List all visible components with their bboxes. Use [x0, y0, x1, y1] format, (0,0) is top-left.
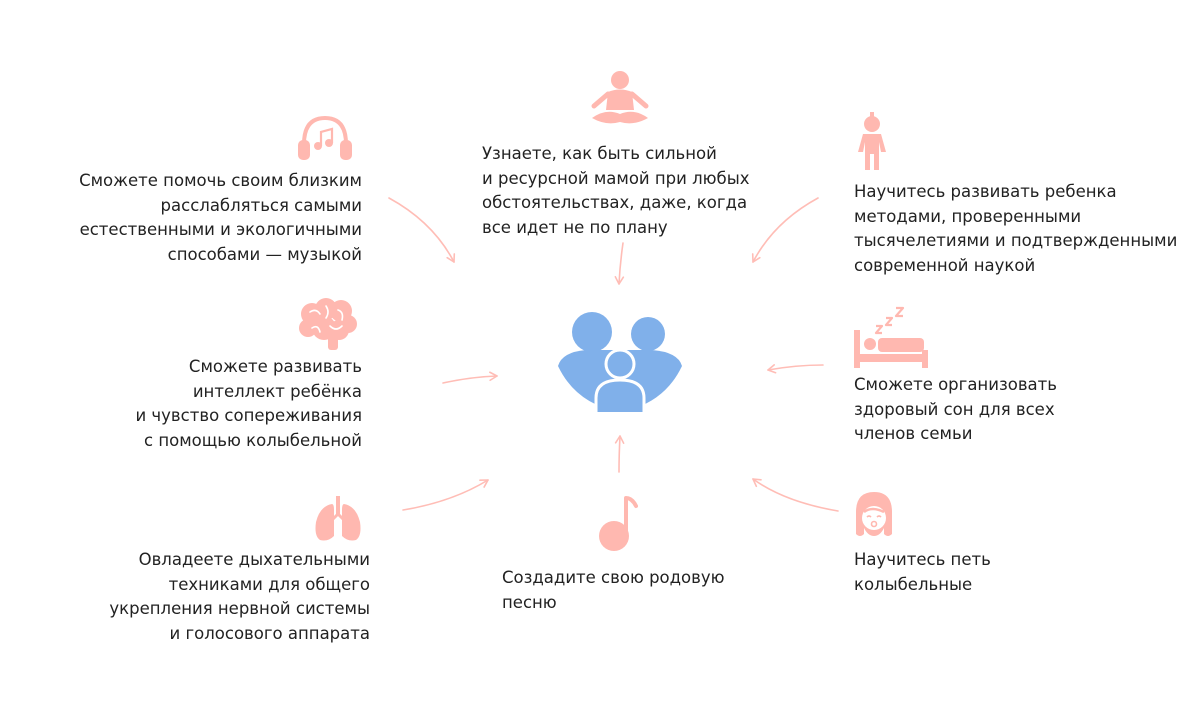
text-line: Узнаете, как быть сильной: [482, 144, 717, 163]
benefit-song-text: Создадите свою родовую песню: [502, 566, 725, 615]
text-line: Сможете организовать: [854, 375, 1057, 394]
text-line: песню: [502, 592, 557, 612]
benefit-sleep-text: Сможете организовать здоровый сон для вс…: [854, 373, 1057, 447]
headphones-icon: [298, 115, 352, 160]
text-line: и ресурсной мамой при любых: [482, 168, 750, 188]
text-line: здоровый сон для всех: [854, 399, 1055, 419]
benefit-development-text: Научитесь развивать ребенка методами, пр…: [854, 180, 1177, 278]
text-line: колыбельные: [854, 574, 973, 594]
arrow-top-right: [751, 197, 819, 263]
text-line: Овладеете дыхательными: [138, 550, 370, 569]
text-line: Научитесь петь: [854, 550, 991, 569]
text-line: членов семьи: [854, 424, 973, 443]
singing-woman-icon: [856, 492, 892, 536]
benefit-resource-text: Узнаете, как быть сильной и ресурсной ма…: [482, 142, 750, 240]
arrow-left: [442, 371, 498, 384]
benefit-music-text: Сможете помочь своим близким расслаблять…: [79, 169, 362, 267]
arrow-bottom-right: [752, 478, 839, 512]
text-line: Сможете развивать: [188, 357, 362, 376]
arrow-bottom-left: [402, 479, 489, 511]
text-line: Создадите свою родовую: [502, 568, 725, 587]
meditation-icon: [591, 71, 649, 124]
text-line: способами — музыкой: [167, 244, 362, 264]
text-line: Сможете помочь своим близким: [79, 171, 362, 190]
brain-icon: [299, 298, 357, 350]
arrow-top-left: [388, 197, 456, 263]
benefit-lullabies-text: Научитесь петь колыбельные: [854, 548, 991, 597]
text-line: современной наукой: [854, 255, 1036, 275]
text-line: техниками для общего: [168, 574, 370, 594]
text-line: методами, проверенными: [854, 206, 1082, 226]
text-line: расслабляться самыми: [160, 195, 362, 215]
arrow-right: [767, 364, 824, 374]
text-line: Научитесь развивать ребенка: [854, 182, 1117, 201]
text-line: все идет не по плану: [482, 217, 668, 237]
arrow-bottom: [614, 435, 625, 473]
text-line: укрепления нервной системы: [109, 599, 370, 618]
text-line: и чувство сопереживания: [135, 406, 362, 425]
text-line: естественными и экологичными: [79, 220, 362, 239]
text-line: обстоятельствах, даже, когда: [482, 193, 748, 212]
child-icon: [858, 112, 886, 170]
text-line: интеллект ребёнка: [192, 381, 362, 401]
family-icon: [558, 312, 682, 412]
benefit-breathing-text: Овладеете дыхательными техниками для общ…: [109, 548, 370, 646]
text-line: с помощью колыбельной: [144, 430, 362, 450]
arrow-top: [614, 242, 625, 285]
music-note-icon: [599, 496, 638, 551]
benefit-intellect-text: Сможете развивать интеллект ребёнка и чу…: [135, 355, 362, 453]
text-line: тысячелетиями и подтвержденными: [854, 231, 1178, 250]
text-line: и голосового аппарата: [169, 623, 370, 643]
lungs-icon: [315, 496, 361, 541]
sleeping-bed-icon: [854, 306, 928, 368]
